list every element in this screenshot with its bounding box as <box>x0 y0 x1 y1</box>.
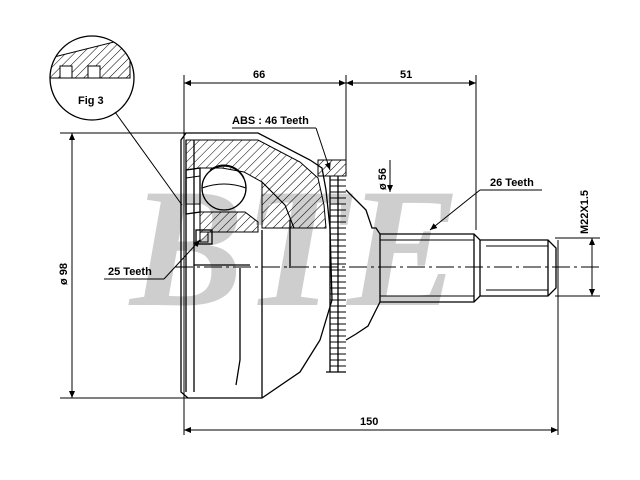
detail-leader <box>114 111 183 206</box>
callouts: ABS : 46 Teeth 26 Teeth 25 Teeth <box>104 115 542 280</box>
dim-seat-diameter: ø 56 <box>377 168 389 190</box>
dimensions: 66 51 150 ø 98 ø 56 M22X1.5 <box>58 69 595 433</box>
dim-overall-length: 150 <box>360 416 378 428</box>
abs-teeth <box>330 179 346 367</box>
inner-spline-leader <box>163 239 201 280</box>
fig3-detail: Fig 3 <box>49 35 183 206</box>
fig3-label: Fig 3 <box>78 95 104 107</box>
inner-race-hatch <box>199 211 259 233</box>
outer-spline-leader <box>429 189 481 231</box>
dim-body-length: 66 <box>253 69 265 81</box>
joint-body <box>180 132 557 399</box>
abs-callout-label: ABS : 46 Teeth <box>232 115 309 127</box>
dim-shaft-length: 51 <box>400 69 412 81</box>
outer-spline-callout-label: 26 Teeth <box>490 177 534 189</box>
detail-hatched-profile <box>50 37 131 79</box>
abs-ring-top <box>317 159 347 177</box>
dim-thread: M22X1.5 <box>579 190 591 234</box>
bell-inner-profile <box>235 268 241 386</box>
bell-outline <box>180 132 333 399</box>
dim-outer-diameter: ø 98 <box>58 263 70 285</box>
abs-callout-leader <box>315 127 331 171</box>
shaft-outline <box>345 189 557 341</box>
inner-spline-callout-label: 25 Teeth <box>108 266 152 278</box>
inner-spline-notch <box>195 229 213 245</box>
